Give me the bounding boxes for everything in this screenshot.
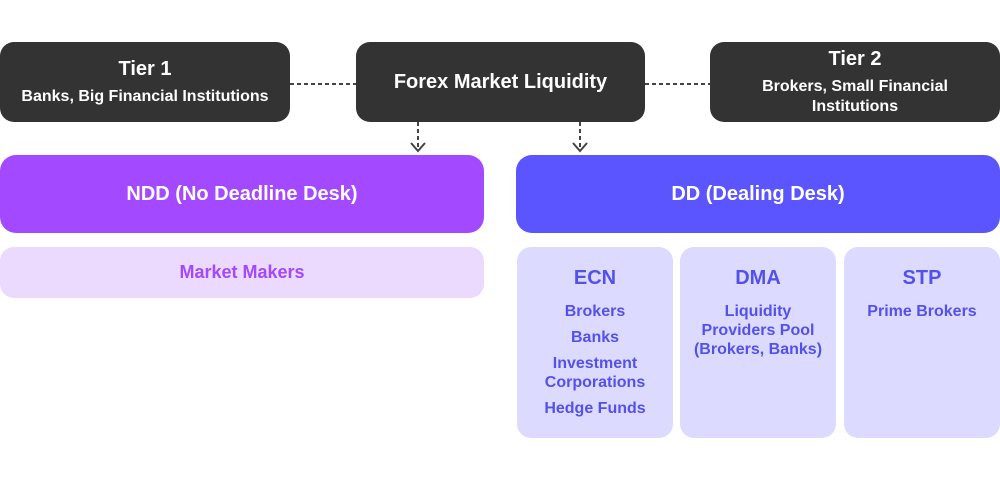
card-ecn-item: Brokers (564, 303, 626, 320)
card-dma-title: DMA (735, 267, 781, 289)
card-dma-item: Liquidity Providers Pool (Brokers, Banks… (693, 303, 823, 358)
center-title: Forex Market Liquidity (393, 70, 608, 93)
tier2-title: Tier 2 (828, 48, 882, 70)
tier1-box: Tier 1 Banks, Big Financial Institutions (0, 42, 290, 122)
card-ecn-title: ECN (573, 267, 617, 289)
market-makers-label: Market Makers (179, 262, 305, 282)
market-makers-box: Market Makers (0, 247, 484, 298)
ndd-title: NDD (No Deadline Desk) (126, 182, 358, 205)
arrow-to-dd-head (572, 142, 588, 153)
card-stp-item: Prime Brokers (867, 303, 977, 320)
card-stp-title: STP (902, 267, 942, 289)
tier1-title: Tier 1 (118, 58, 172, 80)
tier1-subtitle: Banks, Big Financial Institutions (21, 88, 269, 105)
card-ecn: ECN Brokers Banks Investment Corporation… (517, 247, 673, 438)
center-box: Forex Market Liquidity (356, 42, 645, 122)
card-ecn-item: Banks (570, 329, 620, 346)
ndd-box: NDD (No Deadline Desk) (0, 155, 484, 233)
card-ecn-item: Hedge Funds (544, 400, 646, 417)
card-ecn-item: Investment Corporations (544, 355, 646, 391)
arrow-to-ndd-head (410, 142, 426, 153)
tier2-subtitle: Brokers, Small Financial Institutions (762, 78, 948, 115)
card-stp: STP Prime Brokers (844, 247, 1000, 438)
card-dma: DMA Liquidity Providers Pool (Brokers, B… (680, 247, 836, 438)
dd-title: DD (Dealing Desk) (671, 182, 845, 205)
tier2-box: Tier 2 Brokers, Small Financial Institut… (710, 42, 1000, 122)
dd-box: DD (Dealing Desk) (516, 155, 1000, 233)
